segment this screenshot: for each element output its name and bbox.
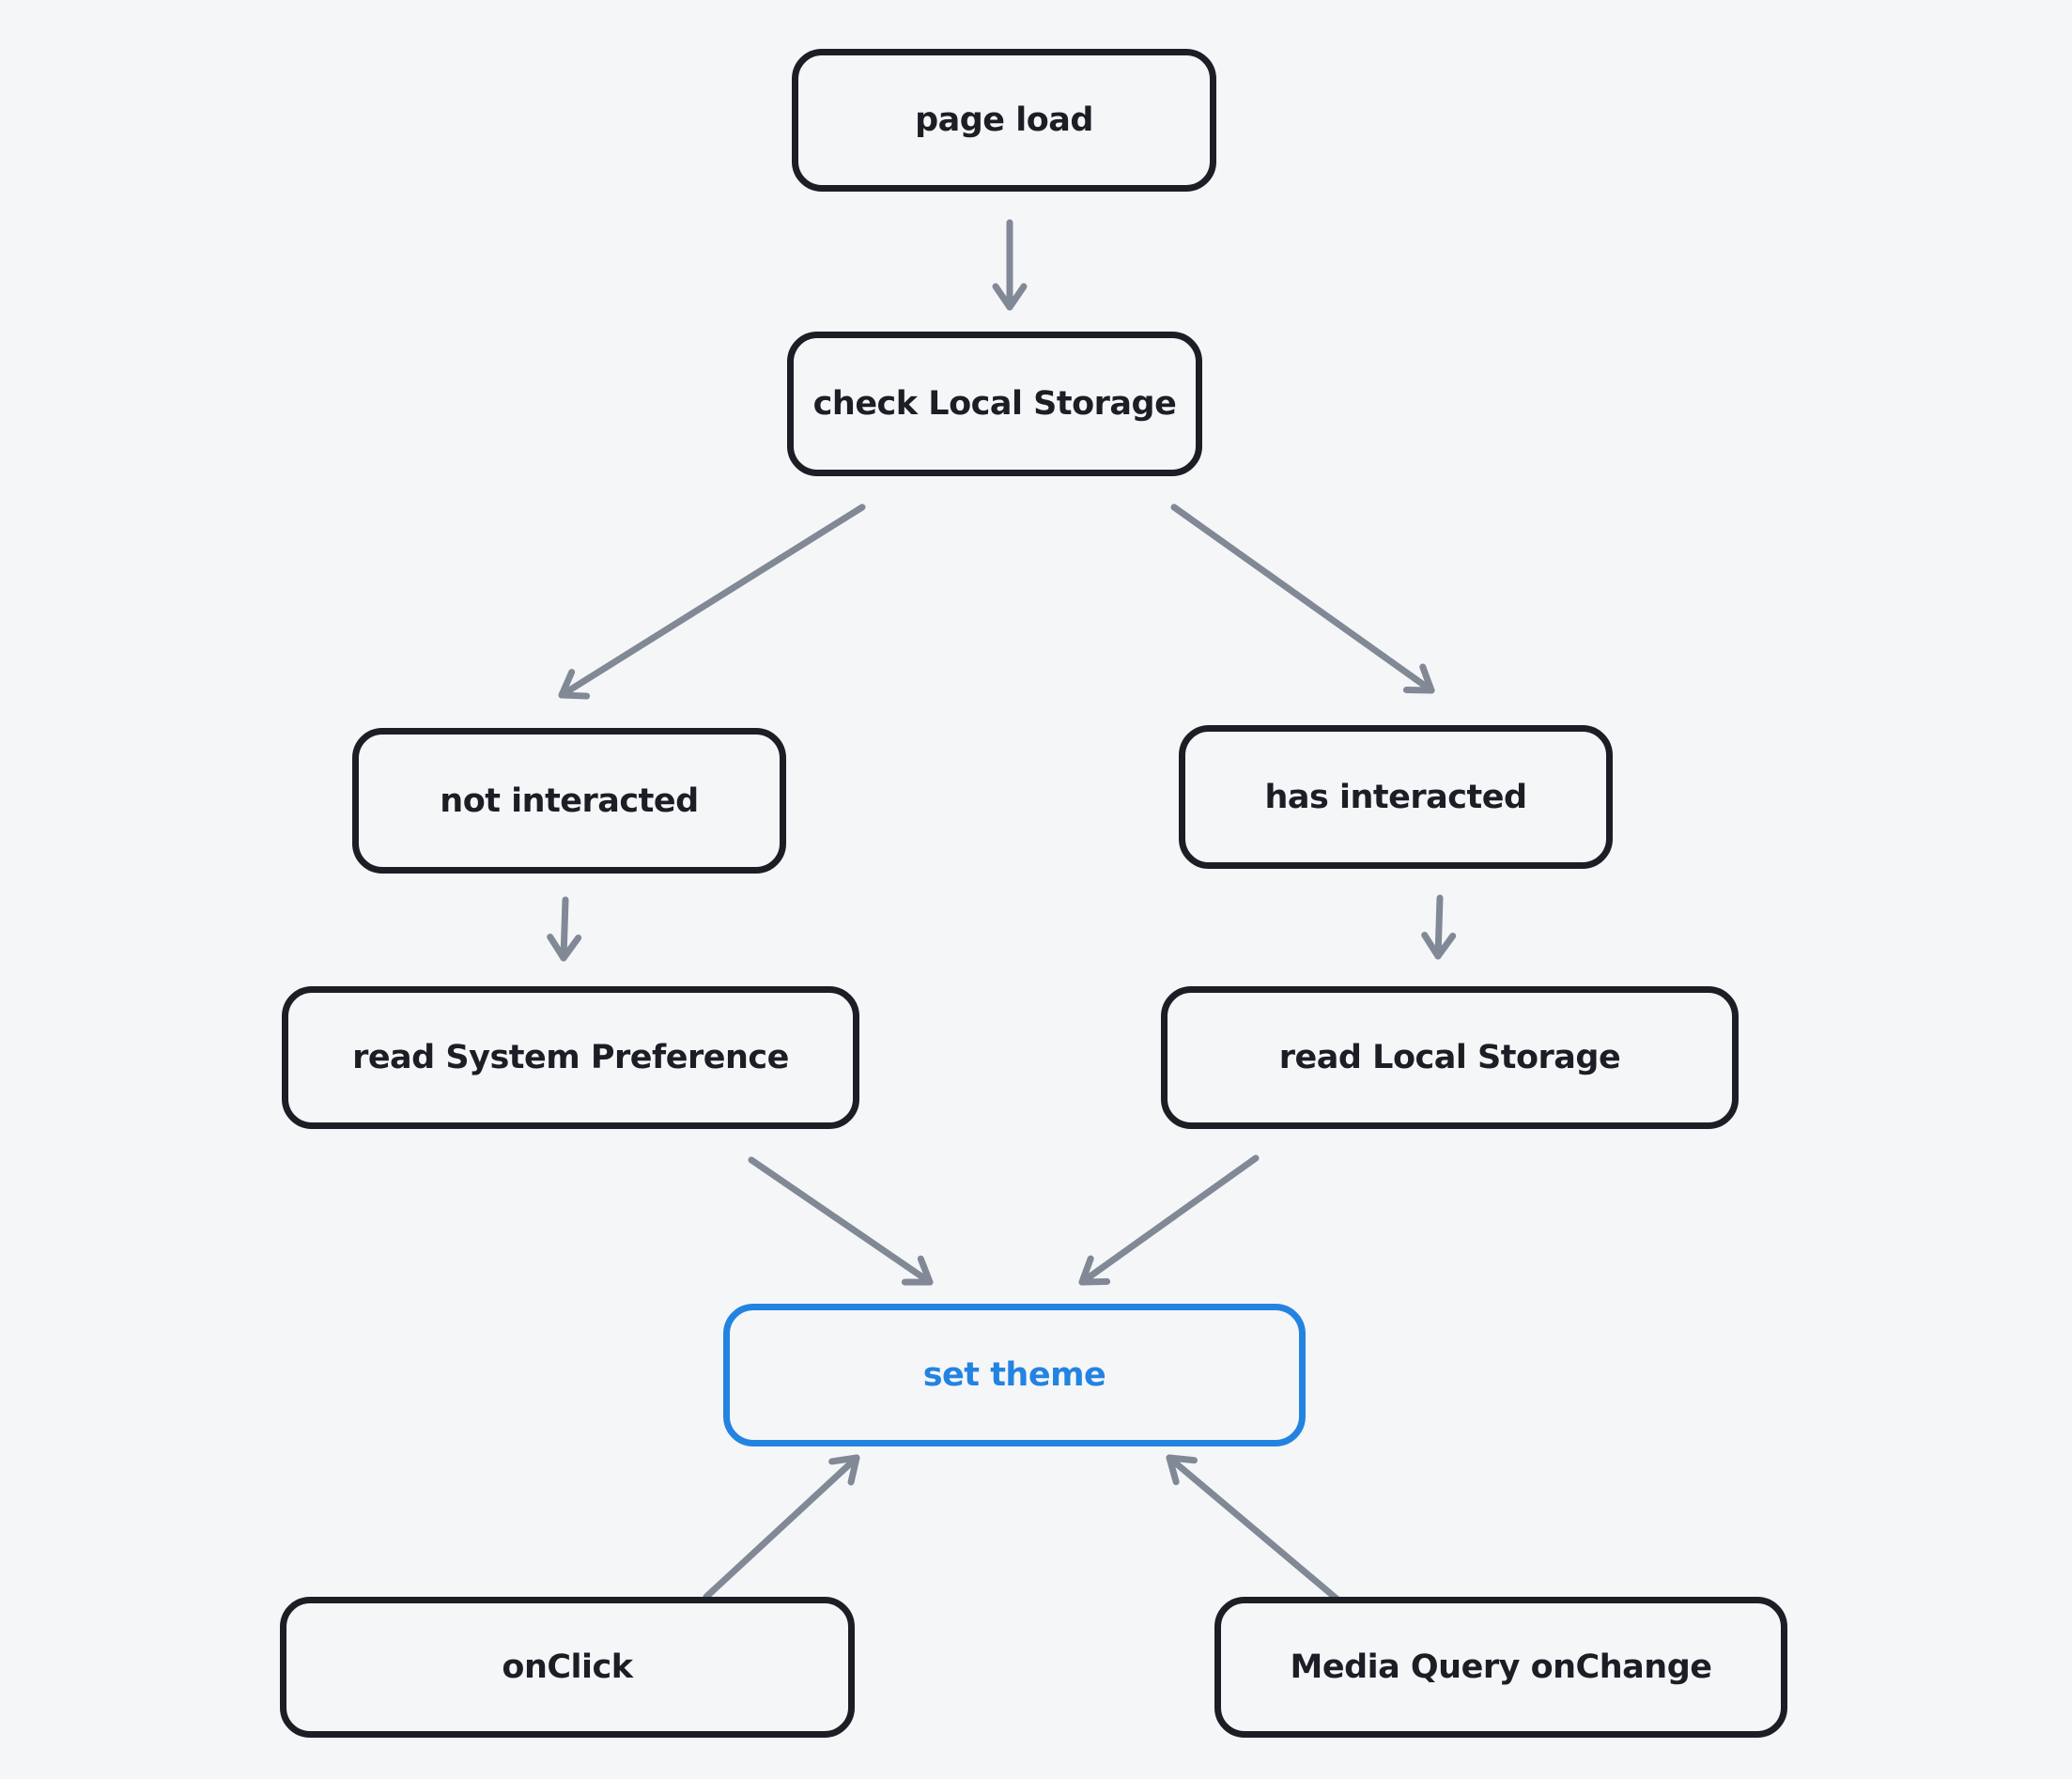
- edge-read-local-storage-to-set-theme[interactable]: [1078, 1154, 1260, 1286]
- node-not-interacted[interactable]: not interacted: [352, 728, 786, 874]
- node-label: has interacted: [1264, 778, 1527, 816]
- node-label: page load: [915, 101, 1093, 139]
- edge-check-local-storage-to-has-interacted[interactable]: [1170, 503, 1435, 694]
- node-label: read System Preference: [352, 1039, 789, 1076]
- node-label: Media Query onChange: [1290, 1648, 1712, 1686]
- edge-check-local-storage-to-not-interacted[interactable]: [558, 503, 866, 700]
- node-label: not interacted: [440, 781, 699, 820]
- node-onclick[interactable]: onClick: [280, 1597, 855, 1738]
- edge-media-query-onchange-to-set-theme[interactable]: [1166, 1454, 1340, 1602]
- node-label: onClick: [502, 1648, 633, 1686]
- edge-onclick-to-set-theme[interactable]: [703, 1454, 860, 1601]
- node-label: set theme: [922, 1356, 1106, 1394]
- node-set-theme[interactable]: set theme: [723, 1304, 1306, 1446]
- node-check-local-storage[interactable]: check Local Storage: [787, 332, 1202, 476]
- node-label: check Local Storage: [812, 385, 1177, 423]
- edge-not-interacted-to-read-system-preference[interactable]: [547, 896, 582, 962]
- node-page-load[interactable]: page load: [792, 49, 1216, 192]
- node-read-system-preference[interactable]: read System Preference: [282, 986, 859, 1129]
- node-has-interacted[interactable]: has interacted: [1179, 725, 1613, 869]
- node-read-local-storage[interactable]: read Local Storage: [1161, 986, 1739, 1129]
- node-media-query-onchange[interactable]: Media Query onChange: [1214, 1597, 1787, 1738]
- edge-read-system-preference-to-set-theme[interactable]: [748, 1156, 934, 1286]
- edge-has-interacted-to-read-local-storage[interactable]: [1421, 894, 1457, 960]
- node-label: read Local Storage: [1278, 1039, 1621, 1076]
